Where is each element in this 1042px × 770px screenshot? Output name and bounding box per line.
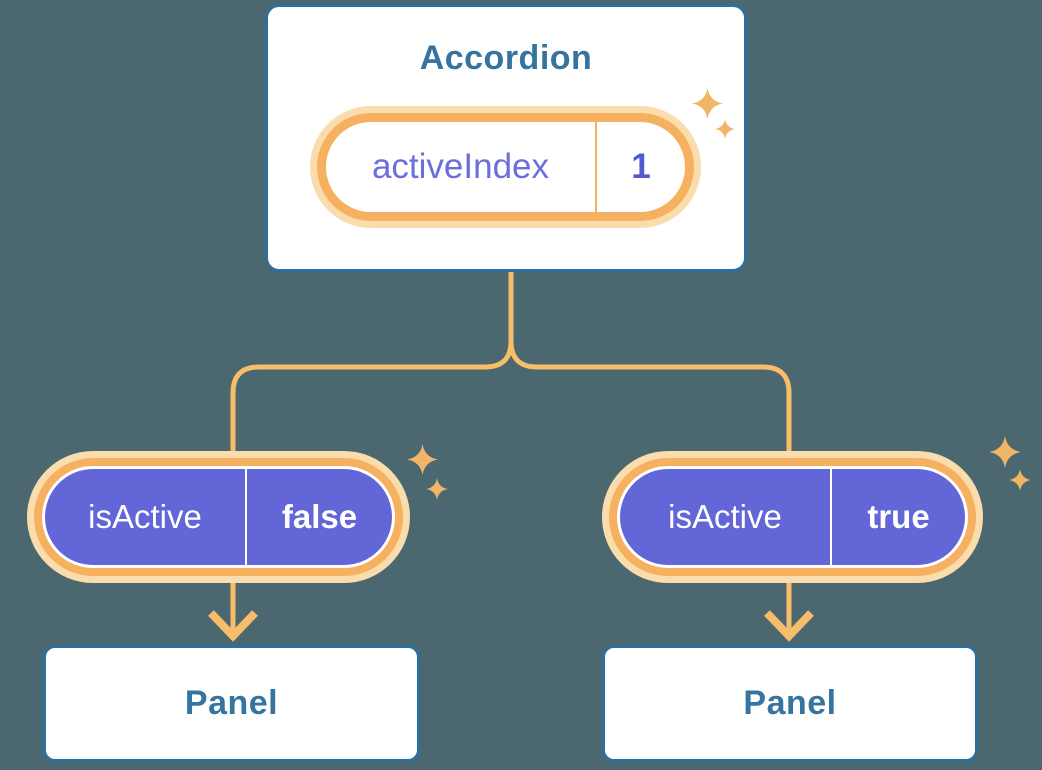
prop-name-label: isActive <box>88 498 202 535</box>
arrowhead-left-icon <box>208 610 258 642</box>
prop-pill-divider <box>830 469 832 565</box>
branch-right-line <box>508 271 792 631</box>
arrowhead-right-icon <box>764 610 814 642</box>
prop-pill-isactive-false: isActive false <box>42 466 395 568</box>
sparkle-icon <box>1009 469 1031 491</box>
panel-node-left: Panel <box>43 645 420 762</box>
sparkle-icon <box>715 119 735 139</box>
sparkle-icon <box>692 88 723 119</box>
prop-pill-divider <box>245 469 247 565</box>
accordion-title: Accordion <box>419 39 593 77</box>
sparkle-icon <box>407 444 438 475</box>
sparkle-icon <box>989 436 1021 468</box>
accordion-component-node: Accordion activeIndex 1 <box>265 4 747 272</box>
prop-value: true <box>867 498 930 535</box>
state-pill: activeIndex 1 <box>317 113 694 221</box>
panel-node-right: Panel <box>602 645 978 762</box>
state-name-label: activeIndex <box>371 147 550 186</box>
state-value: 1 <box>631 147 651 186</box>
sparkle-icon <box>426 478 448 500</box>
branch-left-line <box>230 271 514 631</box>
prop-pill-isactive-true: isActive true <box>617 466 968 568</box>
prop-name-label: isActive <box>668 498 782 535</box>
prop-value: false <box>281 498 358 535</box>
state-pill-divider <box>595 122 597 212</box>
